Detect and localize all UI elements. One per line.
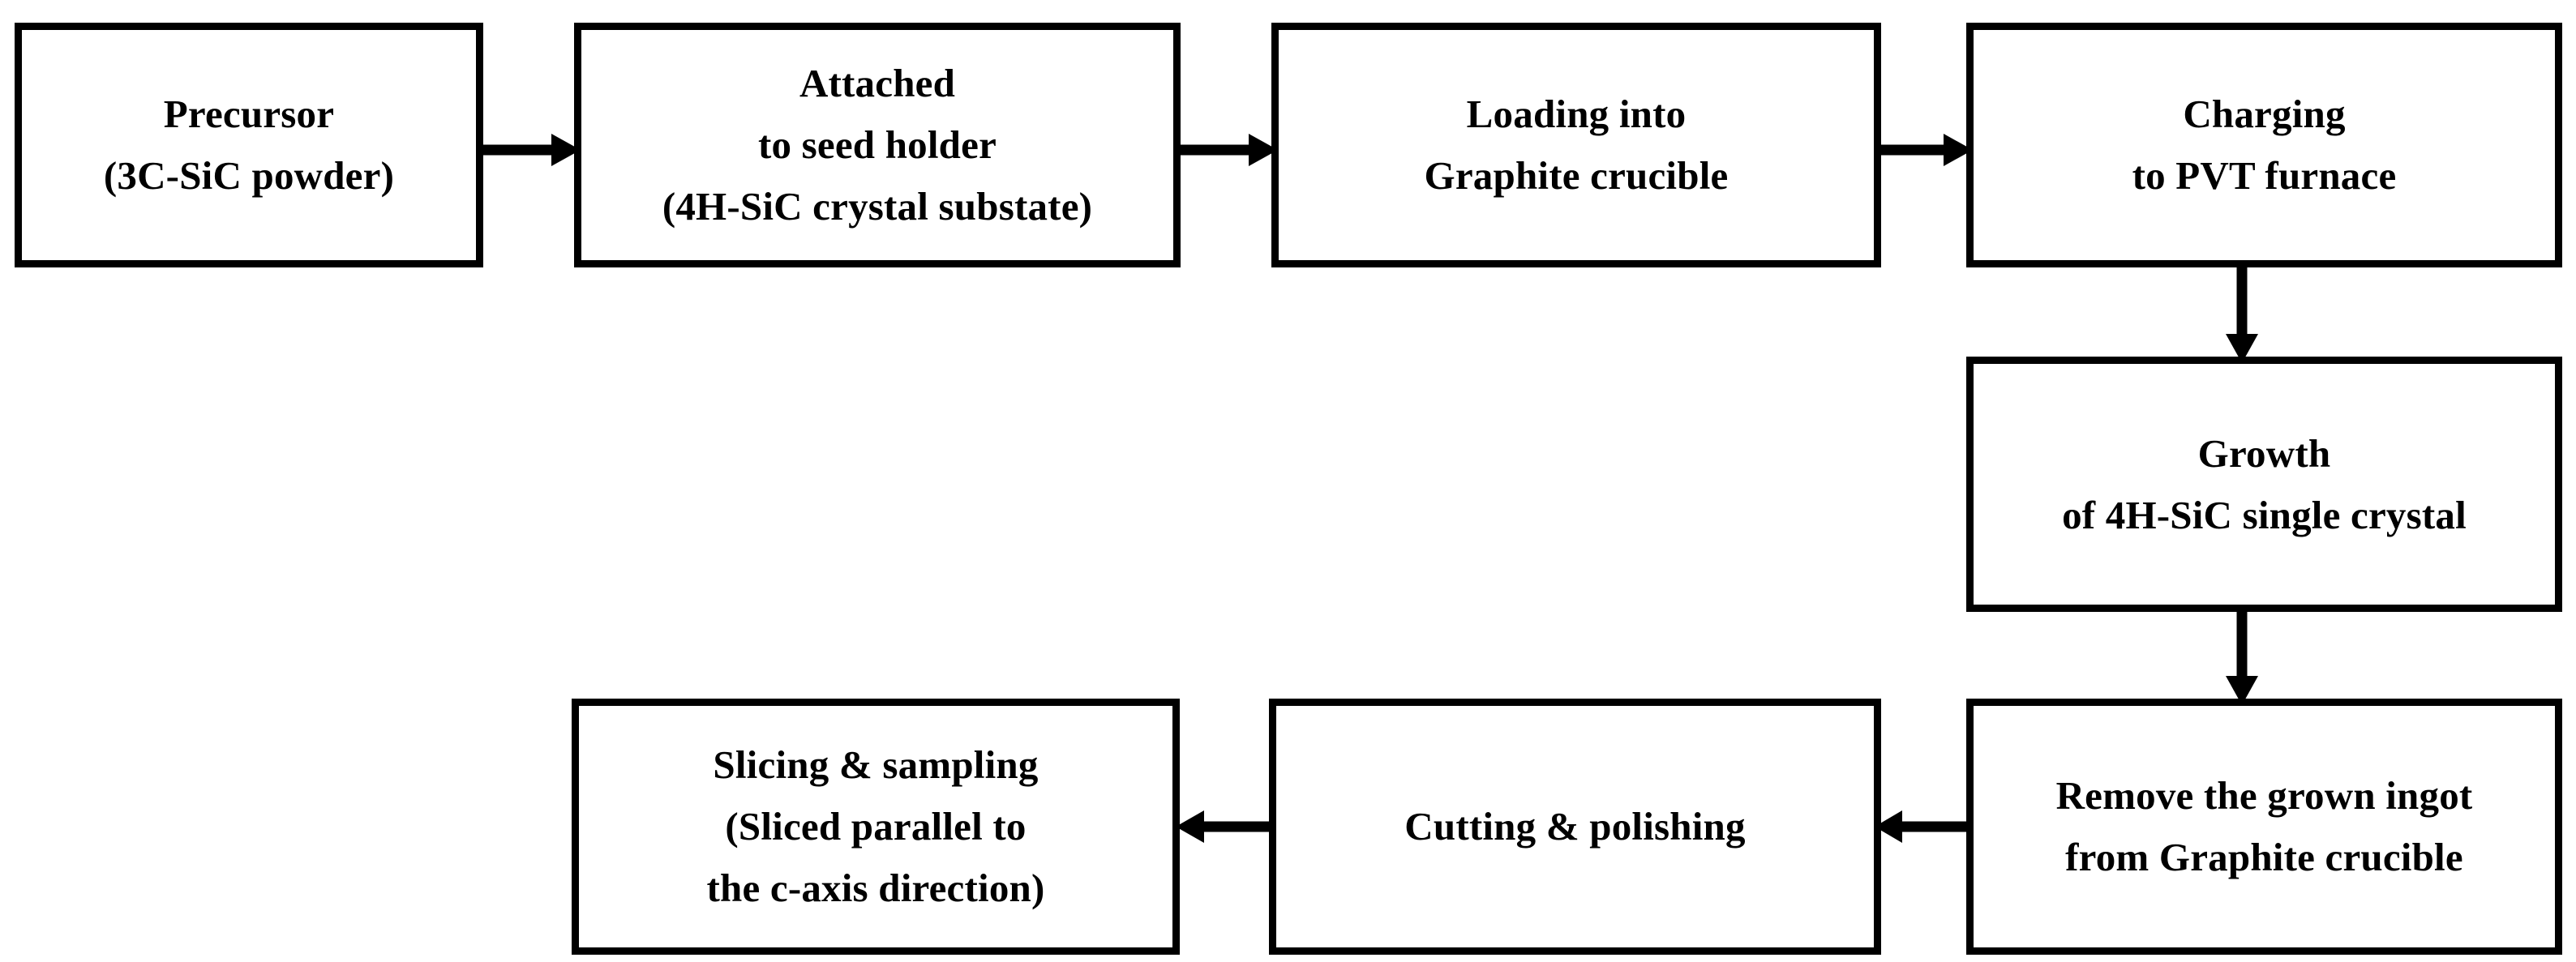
- flow-node-attached-label: Attached to seed holder (4H-SiC crystal …: [662, 61, 1093, 229]
- arrow-right-icon-precursor-to-attached: [480, 126, 581, 174]
- arrow-right-icon-loading-to-charging: [1878, 126, 1973, 174]
- flow-node-loading-label: Loading into Graphite crucible: [1424, 92, 1729, 198]
- flow-node-precursor-label: Precursor (3C-SiC powder): [103, 92, 395, 198]
- flow-node-cutting-polishing-label: Cutting & polishing: [1404, 804, 1746, 849]
- arrow-down-icon-charging-to-growth: [2218, 264, 2266, 363]
- arrow-right-icon-attached-to-loading: [1177, 126, 1278, 174]
- flow-node-precursor[interactable]: Precursor (3C-SiC powder): [15, 23, 483, 267]
- flow-node-remove-ingot[interactable]: Remove the grown ingot from Graphite cru…: [1966, 699, 2562, 955]
- flow-node-remove-ingot-label: Remove the grown ingot from Graphite cru…: [2055, 773, 2473, 879]
- arrow-down-icon-growth-to-remove-ingot: [2218, 609, 2266, 705]
- arrow-left-icon-cutting-to-slicing: [1176, 802, 1275, 851]
- flow-node-cutting-polishing[interactable]: Cutting & polishing: [1269, 699, 1881, 955]
- flow-node-growth-label: Growth of 4H-SiC single crystal: [2062, 430, 2467, 537]
- flow-node-slicing-sampling[interactable]: Slicing & sampling (Sliced parallel to t…: [572, 699, 1180, 955]
- flow-node-growth[interactable]: Growth of 4H-SiC single crystal: [1966, 357, 2562, 612]
- arrow-left-icon-remove-ingot-to-cutting: [1875, 802, 1974, 851]
- flow-node-slicing-sampling-label: Slicing & sampling (Sliced parallel to t…: [706, 742, 1045, 910]
- flow-node-charging-label: Charging to PVT furnace: [2132, 92, 2397, 198]
- flow-node-charging[interactable]: Charging to PVT furnace: [1966, 23, 2562, 267]
- flow-node-loading[interactable]: Loading into Graphite crucible: [1271, 23, 1881, 267]
- flow-node-attached[interactable]: Attached to seed holder (4H-SiC crystal …: [574, 23, 1181, 267]
